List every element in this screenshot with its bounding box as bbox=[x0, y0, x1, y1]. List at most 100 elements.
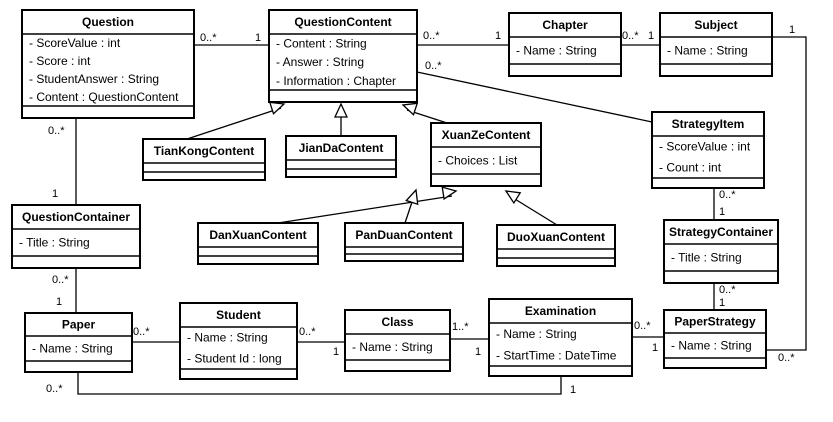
class-name: StrategyItem bbox=[672, 117, 745, 131]
class-name: DuoXuanContent bbox=[507, 230, 605, 244]
class-box-outline bbox=[268, 9, 418, 103]
multiplicity-label: 1 bbox=[255, 32, 261, 44]
class-box-student[interactable]: Student- Name : String- Student Id : lon… bbox=[179, 302, 298, 380]
class-attribute: - Name : String bbox=[352, 340, 433, 354]
class-name: Chapter bbox=[542, 18, 588, 32]
class-name: Class bbox=[381, 315, 413, 329]
class-box-class[interactable]: Class - Name : String bbox=[344, 309, 451, 372]
association-chapter-subject: 0..* 1 bbox=[621, 30, 660, 46]
class-box-panduancontent[interactable]: PanDuanContent bbox=[344, 222, 464, 262]
multiplicity-label: 1 bbox=[495, 30, 501, 42]
class-attribute: - Name : String bbox=[32, 342, 113, 356]
class-attribute: - Name : String bbox=[187, 331, 268, 345]
generalization-line bbox=[509, 195, 558, 226]
class-attribute: - Name : String bbox=[496, 327, 577, 341]
class-attribute: - ScoreValue : int bbox=[659, 140, 751, 154]
multiplicity-label: 1..* bbox=[452, 321, 469, 333]
class-attribute: - Choices : List bbox=[438, 154, 518, 168]
class-name: Subject bbox=[694, 18, 737, 32]
class-box-outline bbox=[285, 135, 397, 178]
class-name: XuanZeContent bbox=[442, 128, 531, 142]
inheritance-arrowhead-icon bbox=[333, 102, 349, 118]
class-box-outline bbox=[496, 224, 616, 267]
class-box-chapter[interactable]: Chapter - Name : String bbox=[508, 12, 622, 77]
class-attribute: - Title : String bbox=[671, 251, 742, 265]
class-box-outline bbox=[21, 9, 195, 119]
multiplicity-label: 0..* bbox=[425, 60, 442, 72]
association-class-examination: 1..* 1 bbox=[450, 321, 489, 358]
multiplicity-label: 0..* bbox=[48, 125, 65, 137]
generalization-xuanzecontent-questioncontent bbox=[401, 102, 448, 124]
class-attribute: - Name : String bbox=[667, 44, 748, 58]
class-layer: Question- ScoreValue : int- Score : int-… bbox=[11, 9, 779, 380]
class-attribute: - StudentAnswer : String bbox=[29, 72, 159, 86]
class-box-paper[interactable]: Paper- Name : String bbox=[24, 312, 133, 373]
class-box-outline bbox=[11, 204, 141, 269]
class-box-outline bbox=[663, 219, 779, 284]
association-paper-student: 0..* bbox=[132, 326, 180, 343]
class-box-subject[interactable]: Subject - Name : String bbox=[659, 12, 773, 77]
class-box-outline bbox=[651, 111, 765, 189]
multiplicity-label: 0..* bbox=[46, 383, 63, 395]
class-name: PaperStrategy bbox=[674, 315, 756, 329]
multiplicity-label: 1 bbox=[56, 296, 62, 308]
multiplicity-label: 0..* bbox=[719, 189, 736, 201]
inheritance-arrowhead-icon bbox=[268, 101, 286, 115]
class-box-outline bbox=[659, 12, 773, 77]
multiplicity-label: 1 bbox=[652, 342, 658, 354]
class-name: JianDaContent bbox=[299, 141, 384, 155]
association-paper-examination: 0..*1 bbox=[46, 372, 576, 396]
association-examination-paperstrategy: 0..*1 bbox=[632, 320, 664, 354]
multiplicity-label: 1 bbox=[719, 206, 725, 218]
class-box-question[interactable]: Question- ScoreValue : int- Score : int-… bbox=[21, 9, 195, 119]
class-name: TianKongContent bbox=[154, 144, 254, 158]
class-attribute: - Content : String bbox=[276, 37, 367, 51]
class-attribute: - Answer : String bbox=[276, 55, 364, 69]
class-box-outline bbox=[430, 122, 542, 187]
class-box-danxuancontent[interactable]: DanXuanContent bbox=[197, 222, 319, 265]
multiplicity-label: 1 bbox=[648, 30, 654, 42]
class-box-questioncontent[interactable]: QuestionContent - Content : String - Answe… bbox=[268, 9, 418, 103]
class-box-examination[interactable]: Examination- Name : String- StartTime : … bbox=[488, 298, 633, 377]
generalization-jiandacontent-questioncontent bbox=[333, 102, 349, 136]
association-subject-paperstrategy: 10..* bbox=[766, 24, 807, 364]
multiplicity-label: 1 bbox=[52, 188, 58, 200]
association-strategycontainer-paperstrategy: 0..*1 bbox=[713, 283, 736, 310]
class-box-duoxuancontent[interactable]: DuoXuanContent bbox=[496, 224, 616, 267]
inheritance-arrowhead-icon bbox=[401, 102, 419, 116]
inheritance-arrowhead-icon bbox=[504, 190, 522, 205]
class-box-outline bbox=[508, 12, 622, 77]
class-box-strategycontainer[interactable]: StrategyContainer - Title : String bbox=[663, 219, 779, 284]
class-box-outline bbox=[488, 298, 633, 377]
association-strategyitem-strategycontainer: 0..* 1 bbox=[713, 188, 736, 220]
class-box-outline bbox=[197, 222, 319, 265]
class-box-tiankongcontent[interactable]: TianKongContent bbox=[142, 138, 266, 181]
class-box-paperstrategy[interactable]: PaperStrategy - Name : String bbox=[663, 309, 767, 369]
association-question-questioncontent: 0..* 1 bbox=[194, 32, 269, 46]
class-attribute: - Name : String bbox=[516, 44, 597, 58]
class-box-questioncontainer[interactable]: QuestionContainer- Title : String bbox=[11, 204, 141, 269]
class-box-strategyitem[interactable]: StrategyItem- ScoreValue : int- Count : … bbox=[651, 111, 765, 189]
multiplicity-label: 0..* bbox=[200, 32, 217, 44]
generalization-panduancontent-xuanzecontent bbox=[404, 188, 419, 224]
class-box-jiandacontent[interactable]: JianDaContent bbox=[285, 135, 397, 178]
class-name: Examination bbox=[525, 304, 596, 318]
class-name: QuestionContent bbox=[294, 15, 391, 29]
association-student-class: 0..*1 bbox=[297, 326, 345, 358]
class-attribute: - Name : String bbox=[671, 339, 752, 353]
multiplicity-label: 0..* bbox=[719, 284, 736, 296]
class-box-xuanzecontent[interactable]: XuanZeContent - Choices : List bbox=[430, 122, 542, 187]
multiplicity-label: 1 bbox=[475, 346, 481, 358]
class-attribute: - Information : Chapter bbox=[276, 74, 396, 88]
multiplicity-label: 0..* bbox=[634, 320, 651, 332]
class-name: StrategyContainer bbox=[669, 225, 773, 239]
class-box-outline bbox=[344, 309, 451, 372]
class-name: DanXuanContent bbox=[209, 228, 306, 242]
class-attribute: - Title : String bbox=[19, 236, 90, 250]
class-box-outline bbox=[142, 138, 266, 181]
generalization-line bbox=[277, 195, 453, 224]
multiplicity-label: 0..* bbox=[622, 30, 639, 42]
